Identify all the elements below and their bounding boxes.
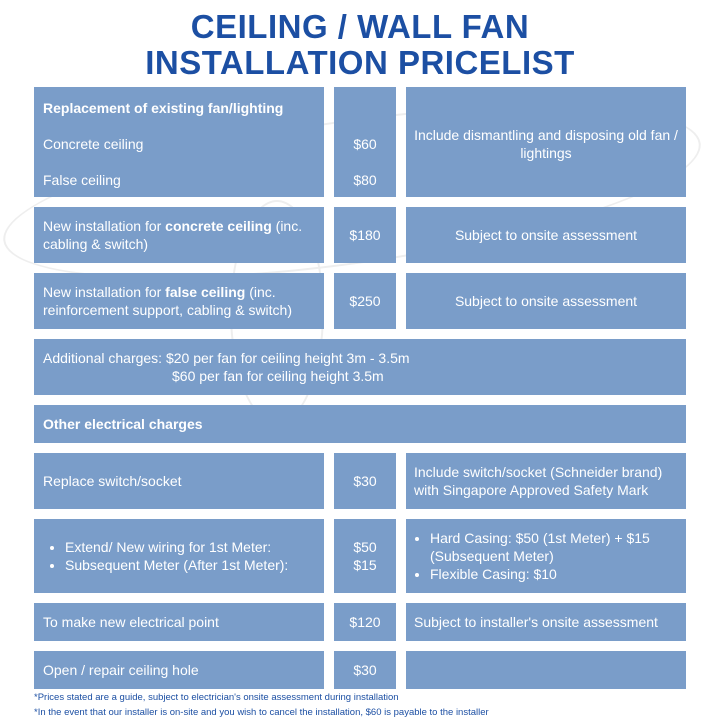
point-label: To make new electrical point [34,603,324,641]
wiring-price: $15 [353,557,377,573]
hole-price: $30 [334,651,396,689]
point-price: $120 [334,603,396,641]
other-charges-heading: Other electrical charges [34,405,686,443]
replacement-price-cell: $60 $80 [334,87,396,197]
false-install-price: $250 [334,273,396,329]
wiring-price: $50 [353,539,377,555]
additional-line2: $60 per fan for ceiling height 3.5m [172,368,384,384]
footnote: *In the event that our installer is on-s… [34,707,489,718]
additional-line1: Additional charges: $20 per fan for ceil… [43,350,410,366]
switch-note: Include switch/socket (Schneider brand) … [406,453,686,509]
wiring-notes: Hard Casing: $50 (1st Meter) + $15 (Subs… [406,519,686,593]
replacement-cell: Replacement of existing fan/lighting Con… [34,87,324,197]
concrete-install-cell: New installation for concrete ceiling (i… [34,207,324,263]
hole-label: Open / repair ceiling hole [34,651,324,689]
wiring-prices: $50 $15 [334,519,396,593]
false-install-label: New installation for false ceiling (inc.… [43,284,292,318]
concrete-install-note: Subject to onsite assessment [406,207,686,263]
switch-label: Replace switch/socket [34,453,324,509]
replacement-note-text: Include dismantling and disposing old fa… [414,127,678,161]
switch-price: $30 [334,453,396,509]
point-note: Subject to installer's onsite assessment [406,603,686,641]
hole-note [406,651,686,689]
false-install-note: Subject to onsite assessment [406,273,686,329]
concrete-ceiling-label: Concrete ceiling [43,136,144,152]
concrete-ceiling-price: $60 [353,136,377,152]
false-install-cell: New installation for false ceiling (inc.… [34,273,324,329]
false-ceiling-price: $80 [353,172,377,188]
footnote: *Prices stated are a guide, subject to e… [34,692,399,703]
additional-charges: Additional charges: $20 per fan for ceil… [34,339,686,395]
page-title-line2: INSTALLATION PRICELIST [145,44,575,81]
replacement-note: Include dismantling and disposing old fa… [406,87,686,197]
concrete-install-label: New installation for concrete ceiling (i… [43,218,303,252]
wiring-note: Flexible Casing: $10 [430,565,678,583]
concrete-install-price: $180 [334,207,396,263]
wiring-item: Extend/ New wiring for 1st Meter: [65,538,288,556]
wiring-cell: Extend/ New wiring for 1st Meter:Subsequ… [34,519,324,593]
replacement-heading: Replacement of existing fan/lighting [43,100,284,116]
wiring-item: Subsequent Meter (After 1st Meter): [65,556,288,574]
page-title-line1: CEILING / WALL FAN [190,8,530,45]
wiring-note: Hard Casing: $50 (1st Meter) + $15 (Subs… [430,529,678,565]
false-ceiling-label: False ceiling [43,172,121,188]
